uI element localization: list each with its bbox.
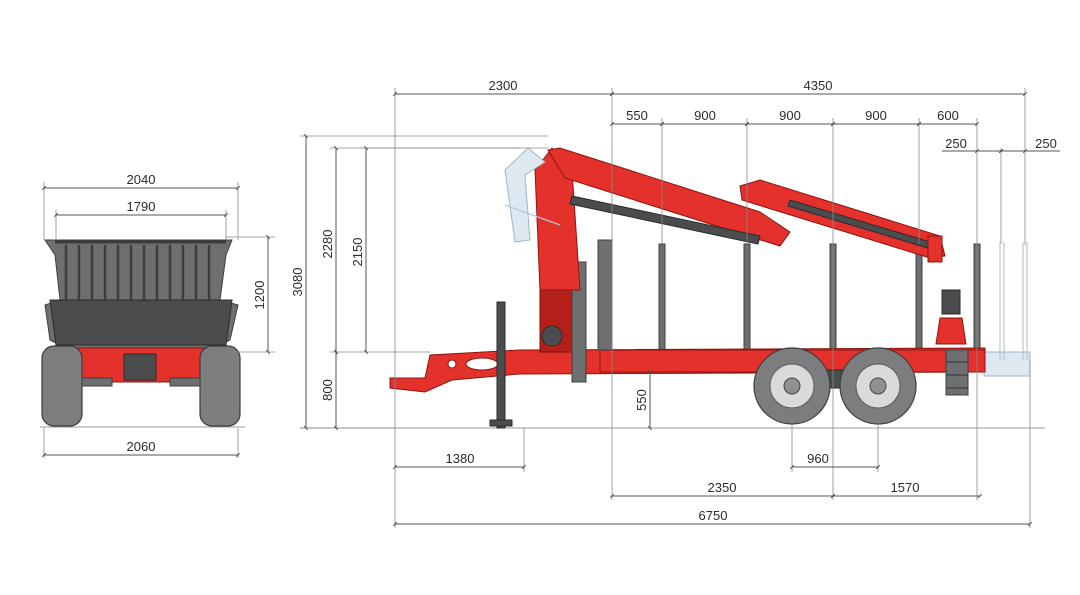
dim-front-to-axle: 2350 [708,480,737,495]
crane [534,147,967,383]
dim-front-bunk-height: 1200 [252,281,267,310]
side-view [300,147,1045,429]
dim-frame-height: 800 [320,379,335,401]
dim-stake-spacing-2: 900 [694,108,716,123]
dim-stake-height: 2150 [350,238,365,267]
dim-hitch-to-outrigger: 1380 [446,451,475,466]
dim-crane-height: 2280 [320,230,335,259]
dim-axle-spacing: 960 [807,451,829,466]
dim-extension-step-2: 250 [1035,136,1057,151]
dim-front-track-width: 2060 [127,439,156,454]
dim-total-length: 6750 [699,508,728,523]
dim-extension-step-1: 250 [945,136,967,151]
dim-axle-to-rear: 1570 [891,480,920,495]
rear-wheel [839,347,917,425]
side-dimensions: 2300 4350 550 900 900 900 600 250 250 [290,78,1060,528]
bunk-stakes [64,245,211,300]
dim-stake-spacing-4: 900 [865,108,887,123]
dim-stake-spacing-3: 900 [779,108,801,123]
ghost-extension [983,242,1031,377]
dim-stake-spacing-5: 600 [937,108,959,123]
front-dimensions: 2040 1790 1200 2060 [41,172,275,458]
dim-total-height: 3080 [290,268,305,297]
dim-front-to-rear: 4350 [804,78,833,93]
dim-crane-offset: 2300 [489,78,518,93]
dim-front-inner-width: 1790 [127,199,156,214]
dim-stake-spacing-1: 550 [626,108,648,123]
dim-ground-clearance: 550 [634,389,649,411]
dim-front-overall-width: 2040 [127,172,156,187]
front-wheel [753,347,831,425]
front-view [40,239,245,428]
